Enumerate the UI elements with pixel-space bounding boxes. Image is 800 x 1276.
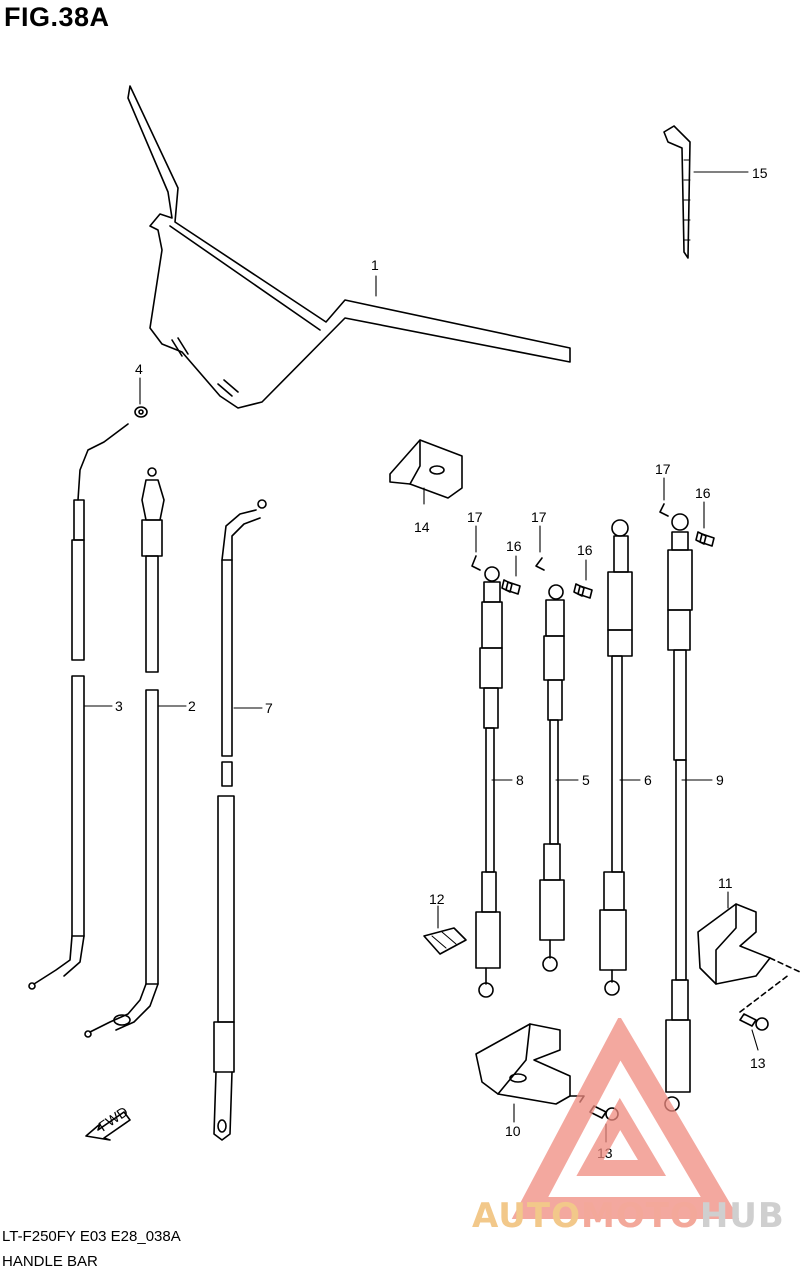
watermark-part-2: MOTO xyxy=(580,1196,700,1236)
callout-1: 1 xyxy=(371,257,379,273)
callout-9: 9 xyxy=(716,772,724,788)
callout-17b: 17 xyxy=(531,509,547,525)
clamp-12-part xyxy=(423,927,467,955)
callout-2: 2 xyxy=(188,698,196,714)
callout-12: 12 xyxy=(429,891,445,907)
callout-7: 7 xyxy=(265,700,273,716)
washer-part xyxy=(134,406,148,418)
footer-name: HANDLE BAR xyxy=(2,1253,98,1270)
bracket-11-part xyxy=(697,903,800,1013)
callout-16b: 16 xyxy=(577,542,593,558)
bolt-16c-part xyxy=(695,531,715,547)
cable-9-part xyxy=(664,513,693,1112)
callout-5: 5 xyxy=(582,772,590,788)
clip-17a-part xyxy=(471,555,481,571)
fwd-arrow-icon xyxy=(85,1111,131,1141)
cable-8-part xyxy=(475,566,503,998)
callout-16c: 16 xyxy=(695,485,711,501)
bolt-16a-part xyxy=(501,579,521,595)
figure-title: FIG.38A xyxy=(4,2,110,32)
watermark-part-3: HUB xyxy=(699,1196,785,1236)
cable-bracket-part xyxy=(389,439,463,499)
choke-cable-part xyxy=(84,467,165,1038)
callout-10: 10 xyxy=(505,1123,521,1139)
callout-15: 15 xyxy=(752,165,768,181)
callout-14: 14 xyxy=(414,519,430,535)
fwd-label: FWD xyxy=(95,1103,130,1134)
callout-4: 4 xyxy=(135,361,143,377)
bolt-13a-part xyxy=(739,1013,769,1031)
callout-17a: 17 xyxy=(467,509,483,525)
callout-17c: 17 xyxy=(655,461,671,477)
callout-13a: 13 xyxy=(750,1055,766,1071)
watermark-text: AUTOMOTOHUB xyxy=(472,1196,785,1236)
throttle-cable-part xyxy=(28,423,129,990)
handlebar-part xyxy=(127,85,571,409)
callout-11: 11 xyxy=(718,875,733,891)
cable-tie-part xyxy=(663,125,691,259)
watermark-logo xyxy=(511,1018,740,1219)
footer-code: LT-F250FY E03 E28_038A xyxy=(2,1228,181,1245)
callout-6: 6 xyxy=(644,772,652,788)
callout-8: 8 xyxy=(516,772,524,788)
watermark-part-1: AUTO xyxy=(472,1196,581,1236)
clip-17c-part xyxy=(659,503,669,517)
cable-5-part xyxy=(539,584,565,972)
callout-3: 3 xyxy=(115,698,123,714)
bolt-16b-part xyxy=(573,583,593,599)
brake-cable-part xyxy=(213,499,267,1141)
clip-17b-part xyxy=(535,557,545,571)
cable-6-part xyxy=(599,519,633,996)
callout-16a: 16 xyxy=(506,538,522,554)
